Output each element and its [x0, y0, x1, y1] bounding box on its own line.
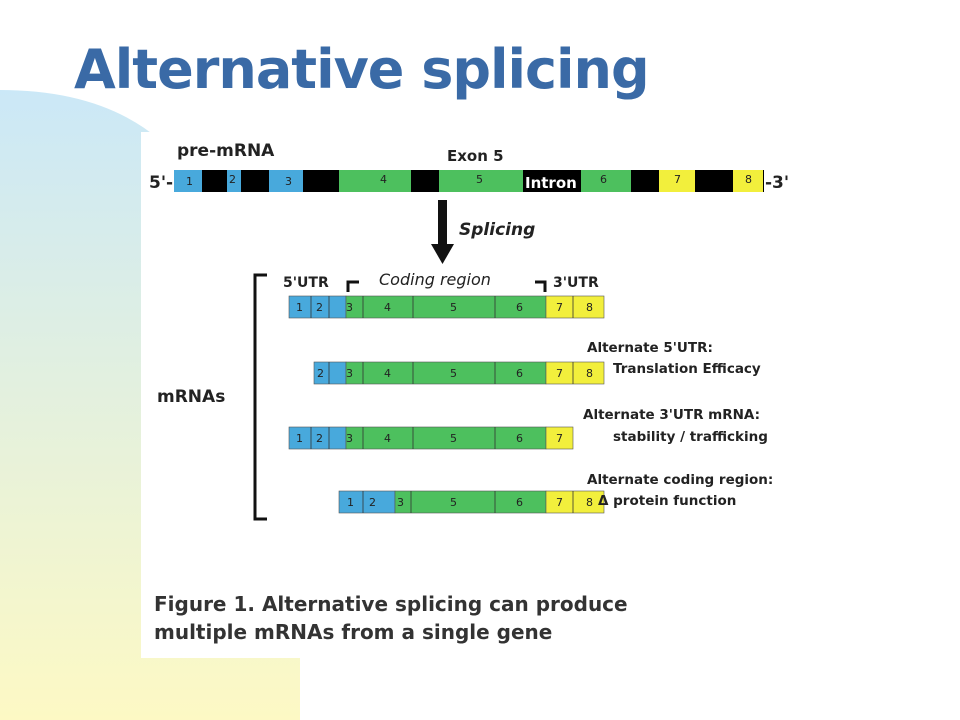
mrna1-exon-2: 2 — [316, 301, 323, 314]
premrna-exon-4 — [339, 170, 411, 192]
mrna1-exon-8: 8 — [586, 301, 593, 314]
mrna2-annotation-line1: Alternate 5'UTR: — [587, 340, 713, 356]
intron-label: Intron — [525, 174, 577, 192]
premrna-exon-3 — [269, 170, 303, 192]
exon5-label: Exon 5 — [447, 147, 504, 165]
caption-line-2: multiple mRNAs from a single gene — [154, 620, 553, 644]
caption-prefix: Figure 1 — [154, 592, 248, 616]
mrna2-exon-7: 7 — [556, 367, 563, 380]
figure-caption: Figure 1. Alternative splicing can produ… — [154, 590, 774, 646]
premrna-exon-label-4: 4 — [380, 173, 387, 186]
mrnas-label: mRNAs — [157, 387, 225, 407]
mrna1-exon-7: 7 — [556, 301, 563, 314]
mrna3-annotation-line2: stability / trafficking — [613, 429, 768, 445]
mrna3-exon-7: 7 — [556, 432, 563, 445]
premrna-exon-label-3: 3 — [285, 175, 292, 188]
mrna1-exon-1: 1 — [296, 301, 303, 314]
mrna4-annotation-line1: Alternate coding region: — [587, 472, 773, 488]
premrna-exon-label-6: 6 — [600, 173, 607, 186]
utr5-label: 5'UTR — [283, 275, 329, 291]
mrnas-bracket — [253, 273, 267, 521]
slide-title: Alternative splicing — [74, 38, 650, 101]
coding-region-bracket-left — [346, 280, 359, 292]
mrna2-exon-3: 3 — [346, 367, 353, 380]
premrna-exon-7 — [659, 170, 695, 192]
mrna4-exon-7: 7 — [556, 496, 563, 509]
mrna1-exon-3: 3 — [346, 301, 353, 314]
figure-panel: pre-mRNA Exon 5 5'- -3' 1 2 3 4 5 6 7 8 … — [141, 132, 801, 658]
caption-text-1: . Alternative splicing can produce — [247, 592, 628, 616]
mrna4-exon-2: 2 — [369, 496, 376, 509]
mrna1-exon-4: 4 — [384, 301, 391, 314]
premrna-exon-6 — [581, 170, 631, 192]
mrna-row-2: 2 3 4 5 6 7 8 — [313, 361, 605, 385]
premrna-label: pre-mRNA — [177, 141, 275, 161]
coding-region-label: Coding region — [379, 270, 491, 289]
premrna-strand: 1 2 3 4 5 6 7 8 Intron — [174, 170, 764, 192]
mrna2-exon-6: 6 — [516, 367, 523, 380]
utr3-label: 3'UTR — [553, 275, 599, 291]
mrna2-exon-2: 2 — [317, 367, 324, 380]
premrna-exon-label-5: 5 — [476, 173, 483, 186]
mrna2-exon-8: 8 — [586, 367, 593, 380]
mrna-row-1: 1 2 3 4 5 6 7 8 — [288, 295, 605, 319]
mrna-row-4: 1 2 3 5 6 7 8 — [338, 490, 605, 514]
mrna3-exon-4: 4 — [384, 432, 391, 445]
splicing-diagram: pre-mRNA Exon 5 5'- -3' 1 2 3 4 5 6 7 8 … — [149, 141, 789, 521]
coding-region-bracket-right — [535, 280, 547, 292]
mrna3-exon-3: 3 — [346, 432, 353, 445]
mrna2-exon-4: 4 — [384, 367, 391, 380]
premrna-exon-label-1: 1 — [186, 175, 193, 188]
mrna3-exon-1: 1 — [296, 432, 303, 445]
splicing-arrow — [431, 200, 454, 264]
mrna4-exon-6: 6 — [516, 496, 523, 509]
five-prime-label: 5'- — [149, 173, 173, 193]
premrna-exon-5 — [439, 170, 523, 192]
three-prime-label: -3' — [765, 173, 789, 193]
mrna4-annotation-line2: Δ protein function — [598, 493, 736, 509]
mrna4-exon-1: 1 — [347, 496, 354, 509]
premrna-exon-label-2: 2 — [229, 173, 236, 186]
mrna3-annotation-line1: Alternate 3'UTR mRNA: — [583, 407, 760, 423]
premrna-exon-8 — [733, 170, 763, 192]
mrna4-exon-3: 3 — [397, 496, 404, 509]
mrna2-annotation-line2: Translation Efficacy — [613, 361, 761, 377]
splicing-label: Splicing — [459, 220, 535, 240]
premrna-exon-label-7: 7 — [674, 173, 681, 186]
mrna3-exon-2: 2 — [316, 432, 323, 445]
mrna4-exon-8: 8 — [586, 496, 593, 509]
mrna3-exon-5: 5 — [450, 432, 457, 445]
premrna-exon-2 — [227, 170, 241, 192]
premrna-exon-1 — [174, 170, 202, 192]
mrna-row-3: 1 2 3 4 5 6 7 — [288, 426, 574, 450]
mrna3-exon-6: 6 — [516, 432, 523, 445]
mrna1-exon-5: 5 — [450, 301, 457, 314]
caption-line-1: Figure 1. Alternative splicing can produ… — [154, 590, 774, 618]
premrna-exon-label-8: 8 — [745, 173, 752, 186]
mrna4-exon-5: 5 — [450, 496, 457, 509]
mrna1-exon-6: 6 — [516, 301, 523, 314]
mrna2-exon-5: 5 — [450, 367, 457, 380]
